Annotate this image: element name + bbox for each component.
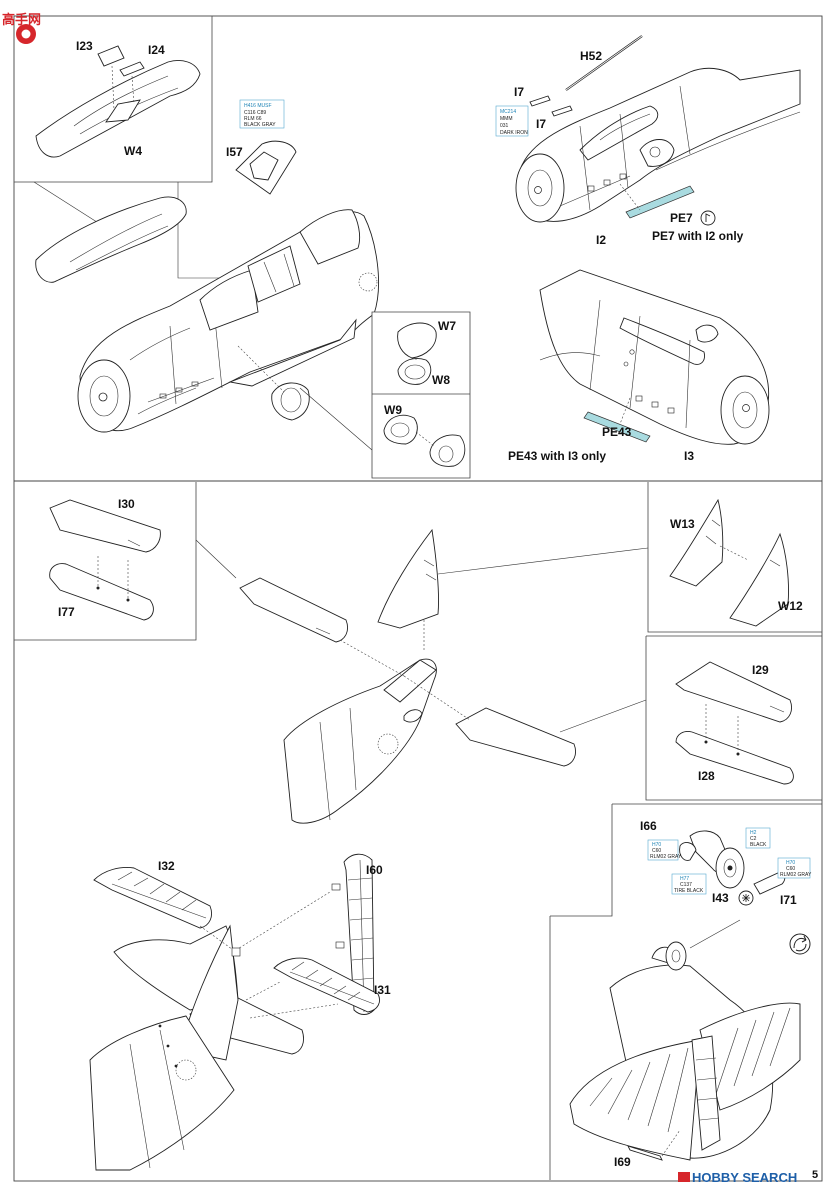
label-i60: I60 <box>366 863 383 877</box>
panel-w13-w12: W13 W12 <box>437 482 822 633</box>
callout-rlm02-b <box>777 857 811 879</box>
svg-text:TIRE BLACK: TIRE BLACK <box>674 888 704 894</box>
label-i57: I57 <box>226 145 243 159</box>
tail-assembly-centre <box>239 528 647 824</box>
svg-text:H77: H77 <box>680 876 689 882</box>
label-i71: I71 <box>780 893 797 907</box>
part-i23 <box>97 45 125 67</box>
label-i7-b: I7 <box>536 117 546 131</box>
callout-rlm66 <box>239 99 285 129</box>
svg-text:MMM: MMM <box>500 116 513 122</box>
panel-tailwheel: I66 I43 I71 H70 C60 RLM02 GRAY H2 C2 BLA… <box>550 803 822 917</box>
svg-text:C60: C60 <box>786 866 795 872</box>
callout-tire-black <box>671 873 707 895</box>
svg-text:BLACK GRAY: BLACK GRAY <box>244 122 276 128</box>
label-i7-a: I7 <box>514 85 524 99</box>
watermark-hobbysearch: HOBBY SEARCH <box>678 1170 797 1185</box>
label-w8: W8 <box>432 373 450 387</box>
label-i32: I32 <box>158 859 175 873</box>
label-i66: I66 <box>640 819 657 833</box>
svg-text:C137: C137 <box>680 882 692 888</box>
svg-text:BLACK: BLACK <box>750 842 767 848</box>
bend-symbol-icon <box>700 210 716 226</box>
watermark-hobbysearch-text: HOBBY SEARCH <box>692 1170 797 1185</box>
svg-text:DARK IRON: DARK IRON <box>500 130 528 136</box>
svg-text:RLM 66: RLM 66 <box>244 116 262 122</box>
label-i28: I28 <box>698 769 715 783</box>
svg-text:RLM02 GRAY: RLM02 GRAY <box>780 872 812 878</box>
svg-text:C2: C2 <box>750 836 757 842</box>
label-i23: I23 <box>76 39 93 53</box>
part-i24 <box>119 61 145 77</box>
svg-text:H70: H70 <box>652 842 661 848</box>
label-pe7: PE7 <box>670 211 693 225</box>
watermark-text: 高手网 <box>2 12 41 27</box>
label-pe43: PE43 <box>602 425 632 439</box>
callout-black <box>745 827 771 849</box>
svg-text:031: 031 <box>500 123 509 129</box>
label-i3: I3 <box>684 449 694 463</box>
windscreen-part <box>35 196 187 283</box>
label-i77: I77 <box>58 605 75 619</box>
label-i24: I24 <box>148 43 165 57</box>
panel-rear-view: I69 <box>549 916 811 1180</box>
svg-text:MC214: MC214 <box>500 109 516 115</box>
label-w9: W9 <box>384 403 402 417</box>
page-frame <box>13 15 823 1182</box>
label-w7: W7 <box>438 319 456 333</box>
caption-pe43: PE43 with I3 only <box>508 449 606 463</box>
label-w4: W4 <box>124 144 142 158</box>
svg-text:H2: H2 <box>750 830 757 836</box>
callout-dark-iron <box>495 105 529 137</box>
fuselage-assembly-left <box>77 209 379 433</box>
panel-w4-inset: I23 I24 W4 <box>14 16 226 279</box>
page-number: 5 <box>812 1169 818 1181</box>
label-i29: I29 <box>752 663 769 677</box>
svg-text:C116 C89: C116 C89 <box>244 110 266 116</box>
label-i43: I43 <box>712 891 729 905</box>
svg-text:H70: H70 <box>786 860 795 866</box>
tail-assembly-bottom-left: I32 I60 I31 <box>89 853 391 1171</box>
label-i31: I31 <box>374 983 391 997</box>
label-w13: W13 <box>670 517 695 531</box>
panel-w7-w9: W7 W8 W9 <box>299 311 471 479</box>
part-pe7-strip <box>625 185 695 219</box>
fuselage-right-mid: PE43 PE43 with I3 only I3 <box>508 269 770 463</box>
fuselage-top-right: H52 I7 I7 MC214 MMM 031 DARK IRON <box>495 35 801 247</box>
panel-i29-i28: I29 I28 <box>645 635 822 801</box>
label-i69: I69 <box>614 1155 631 1169</box>
svg-text:C60: C60 <box>652 848 661 854</box>
caption-pe7: PE7 with I2 only <box>652 229 744 243</box>
label-h52: H52 <box>580 49 602 63</box>
panel-i30-i77: I30 I77 <box>14 482 237 641</box>
svg-text:H416 MUSF: H416 MUSF <box>244 103 272 109</box>
label-w12: W12 <box>778 599 803 613</box>
label-i2: I2 <box>596 233 606 247</box>
callout-rlm02-a <box>647 839 679 861</box>
label-i30: I30 <box>118 497 135 511</box>
part-pe43-strip <box>583 411 651 443</box>
svg-text:RLM02 GRAY: RLM02 GRAY <box>650 854 682 860</box>
part-i57-group: H416 MUSF C116 C89 RLM 66 BLACK GRAY I57 <box>226 99 297 195</box>
watermark-logo: 高手网 <box>2 12 41 44</box>
